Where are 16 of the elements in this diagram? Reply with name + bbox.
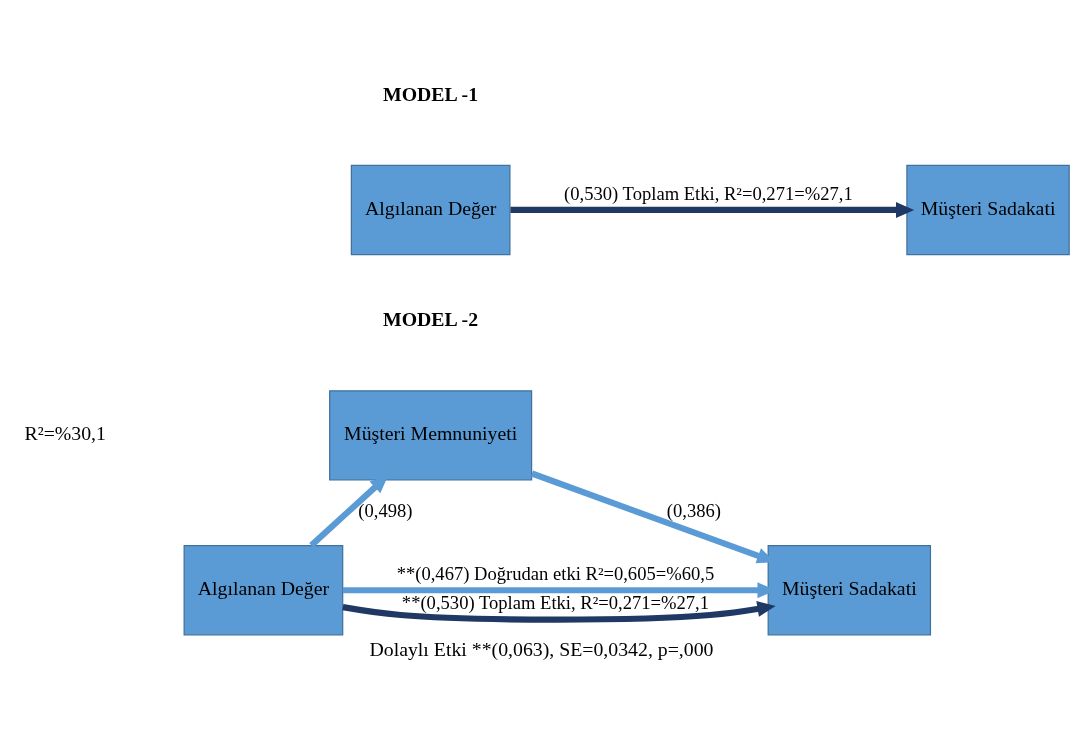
node-box: Algılanan Değer [350, 164, 511, 256]
edge-label: (0,386) [666, 500, 721, 522]
caption: Dolaylı Etki **(0,063), SE=0,0342, p=,000 [369, 637, 714, 660]
arrow [510, 201, 915, 218]
edge-label: **(0,467) Doğrudan etki R²=0,605=%60,5 [396, 563, 715, 585]
node-box: Algılanan Değer [183, 545, 344, 636]
node-box: Müşteri Sadakati [767, 545, 932, 636]
edge-label: (0,498) [358, 500, 413, 522]
label: MODEL -1 [382, 82, 479, 105]
edge-label: (0,530) Toplam Etki, R²=0,271=%27,1 [564, 183, 853, 205]
label: MODEL -2 [382, 308, 479, 331]
edge-label: **(0,530) Toplam Etki, R²=0,271=%27,1 [401, 591, 710, 613]
node-box: Müşteri Memnuniyeti [329, 390, 533, 481]
arrow [342, 601, 776, 623]
label: R²=%30,1 [24, 422, 106, 445]
node-box: Müşteri Sadakati [906, 164, 1070, 256]
